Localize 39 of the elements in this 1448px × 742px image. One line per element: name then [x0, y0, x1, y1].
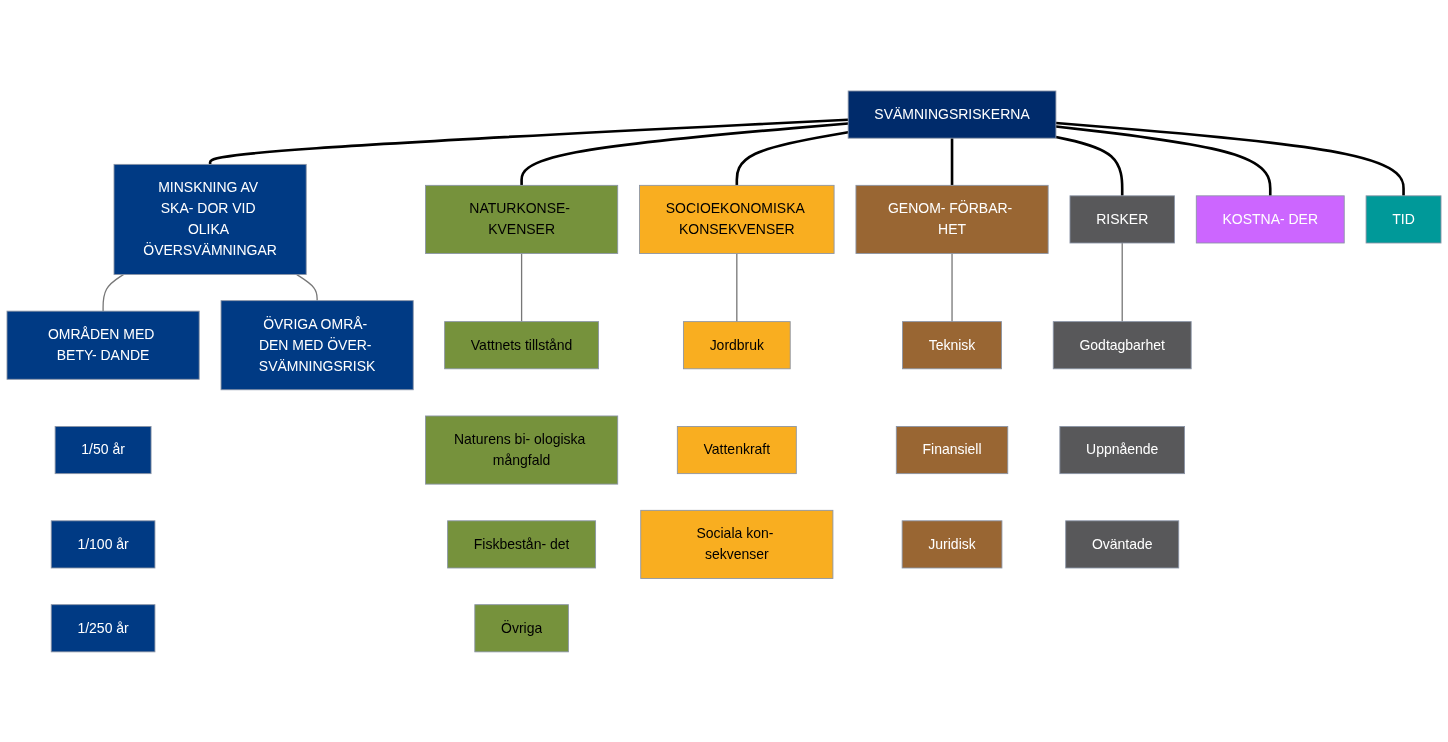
node-box: Oväntade [1065, 519, 1180, 568]
connector [1055, 124, 1272, 196]
node-box: Uppnående [1059, 425, 1185, 474]
node-box: Sociala kon- sekvenser [640, 509, 834, 579]
node-box: Finansiell [895, 425, 1009, 474]
connector [520, 121, 849, 185]
node-box: SVÄMNINGSRISKERNA [847, 90, 1057, 139]
connector [950, 137, 954, 185]
node-box: RISKER [1069, 194, 1175, 243]
node-box: Jordbruk [683, 320, 791, 369]
node-box: Fiskbestån- det [447, 519, 597, 568]
node-box: MINSKNING AV SKA- DOR VID OLIKA ÖVERSVÄMNINGAR [113, 163, 307, 275]
connector [1055, 135, 1124, 196]
node-box: 1/100 år [50, 519, 156, 568]
connector [735, 130, 849, 185]
node-box: Vattnets tillstånd [444, 320, 599, 369]
node-box: Naturens bi- ologiska mångfald [425, 415, 619, 485]
node-box: KOSTNA- DER [1195, 194, 1345, 243]
node-box: Godtagbarhet [1052, 320, 1192, 369]
node-box: ÖVRIGA OMRÅ- DEN MED ÖVER- SVÄMNINGSRISK [220, 299, 414, 390]
node-box: SOCIOEKONOMISKA KONSEKVENSER [639, 184, 835, 254]
connector [736, 252, 738, 322]
node-box: GENOM- FÖRBAR- HET [855, 184, 1049, 254]
connector [951, 252, 953, 322]
node-box: Juridisk [901, 519, 1003, 568]
connector [102, 273, 125, 312]
connector [208, 118, 849, 165]
node-box: OMRÅDEN MED BETY- DANDE [6, 310, 200, 380]
node-box: NATURKONSE- KVENSER [425, 184, 619, 254]
node-box: Övriga [474, 603, 569, 652]
node-box: TID [1365, 194, 1442, 243]
node-box: 1/50 år [54, 425, 152, 474]
connector [1055, 121, 1405, 196]
connector [295, 273, 318, 301]
node-box: 1/250 år [50, 603, 156, 652]
node-box: Teknisk [902, 320, 1002, 369]
connector [1121, 241, 1123, 322]
node-box: Vattenkraft [676, 425, 797, 474]
connector [520, 252, 523, 322]
